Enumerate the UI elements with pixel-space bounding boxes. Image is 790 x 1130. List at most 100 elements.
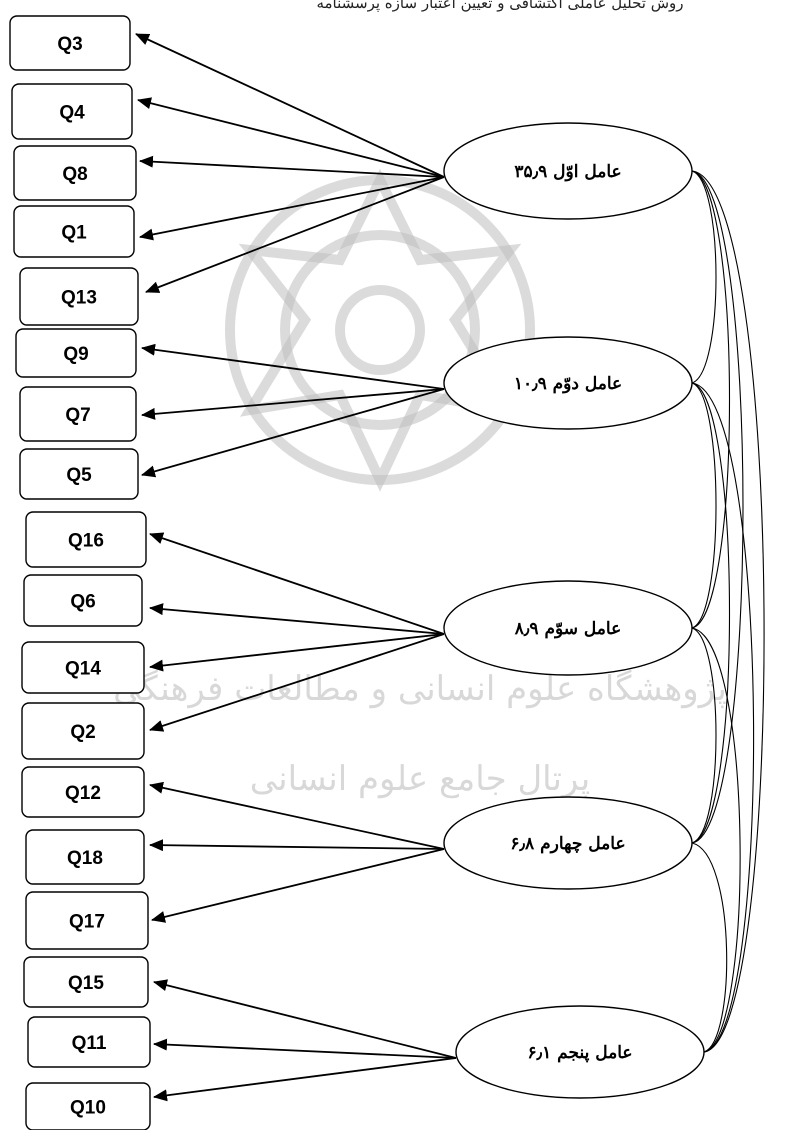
- correlation-curve-f1-f5: [691, 170, 765, 1053]
- factor-5: عامل پنجم ۶٫۱: [455, 1005, 705, 1099]
- item-box-q13: Q13: [19, 267, 139, 326]
- correlation-curve-f2-f3: [691, 382, 717, 629]
- item-label: Q12: [65, 783, 101, 804]
- item-box-rect: [13, 205, 135, 258]
- correlation-curve-f3-f5: [691, 627, 741, 1053]
- item-label: Q4: [59, 103, 85, 124]
- item-box-rect: [15, 328, 137, 378]
- item-label: Q3: [57, 34, 82, 55]
- item-box-q10: Q10: [25, 1082, 151, 1130]
- factor-ellipse: [443, 336, 693, 430]
- item-label: Q1: [61, 223, 87, 244]
- item-label: Q16: [68, 531, 104, 552]
- item-box-q11: Q11: [27, 1016, 151, 1068]
- loading-arrow-f3-q2: [149, 633, 445, 732]
- loading-arrow-f4-q18: [149, 839, 445, 852]
- factor-label: عامل سوّم ۸٫۹: [514, 619, 622, 639]
- item-box-q8: Q8: [13, 145, 137, 201]
- loading-arrow-f1-q8: [139, 155, 445, 178]
- correlation-curve-f2-f5: [691, 382, 755, 1053]
- item-box-rect: [9, 15, 131, 71]
- item-box-rect: [25, 1082, 151, 1130]
- correlation-curve-f2-f4: [691, 382, 731, 844]
- item-box-rect: [13, 145, 137, 201]
- item-box-rect: [21, 641, 145, 694]
- loading-arrow-f2-q5: [141, 388, 445, 478]
- item-label: Q2: [70, 722, 95, 743]
- correlation-curve-f1-f3: [691, 170, 731, 629]
- loading-arrows: [135, 33, 457, 1102]
- factor-ellipse: [455, 1005, 705, 1099]
- watermark-text-line2: پرتال جامع علوم انسانی: [250, 759, 590, 799]
- factor-3: عامل سوّم ۸٫۹: [443, 580, 693, 676]
- item-box-rect: [25, 891, 149, 950]
- item-label: Q6: [70, 592, 95, 613]
- factor-1: عامل اوّل ۳۵٫۹: [443, 122, 693, 220]
- item-box-q7: Q7: [19, 386, 137, 442]
- loading-arrow-f4-q17: [151, 848, 445, 923]
- item-box-rect: [27, 1016, 151, 1068]
- item-label: Q18: [67, 848, 103, 869]
- item-label: Q17: [69, 912, 105, 933]
- item-label: Q5: [66, 465, 92, 486]
- factor-ellipse: [443, 122, 693, 220]
- loading-arrow-f1-q1: [139, 176, 445, 241]
- item-label: Q10: [70, 1098, 106, 1119]
- loading-arrow-f3-q6: [149, 603, 445, 635]
- item-box-q3: Q3: [9, 15, 131, 71]
- item-label: Q13: [61, 288, 97, 309]
- loading-arrow-f1-q13: [145, 176, 445, 293]
- loading-arrow-f2-q7: [141, 388, 445, 420]
- item-box-rect: [23, 956, 149, 1008]
- correlation-curve-f4-f5: [691, 842, 728, 1053]
- loading-arrow-f5-q15: [153, 979, 457, 1059]
- loading-arrow-f2-q9: [141, 343, 445, 390]
- item-box-rect: [25, 829, 145, 885]
- item-box-q16: Q16: [25, 511, 147, 568]
- item-box-q18: Q18: [25, 829, 145, 885]
- watermark-text-line1: پژوهشگاه علوم انسانی و مطالعات فرهنگی: [113, 669, 727, 709]
- item-box-rect: [23, 574, 143, 627]
- correlation-curve-f1-f4: [691, 170, 744, 844]
- correlation-curve-f1-f2: [691, 170, 717, 384]
- item-box-q6: Q6: [23, 574, 143, 627]
- item-label: Q11: [72, 1033, 107, 1054]
- item-box-q1: Q1: [13, 205, 135, 258]
- factor-label: عامل دوّم ۱۰٫۹: [514, 374, 622, 394]
- item-label: Q9: [63, 344, 88, 365]
- factor-4: عامل چهارم ۶٫۸: [443, 796, 693, 890]
- factor-ellipse: [443, 580, 693, 676]
- item-box-q9: Q9: [15, 328, 137, 378]
- item-label: Q15: [68, 973, 104, 994]
- loading-arrow-f5-q10: [153, 1057, 457, 1102]
- factor-ellipse: [443, 796, 693, 890]
- watermark-emblem: پژوهشگاه علوم انسانی و مطالعات فرهنگی پر…: [113, 168, 727, 799]
- loading-arrow-f1-q4: [137, 97, 445, 178]
- item-box-rect: [25, 511, 147, 568]
- factor-correlations: [691, 170, 765, 1053]
- item-label: Q8: [62, 164, 87, 185]
- loading-arrow-f3-q16: [149, 532, 445, 635]
- item-box-q14: Q14: [21, 641, 145, 694]
- item-box-rect: [19, 448, 139, 500]
- factor-label: عامل اوّل ۳۵٫۹: [514, 162, 621, 182]
- item-label: Q7: [65, 405, 90, 426]
- item-box-rect: [19, 267, 139, 326]
- loading-arrow-f4-q12: [149, 781, 445, 850]
- item-boxes: Q3Q4Q8Q1Q13Q9Q7Q5Q16Q6Q14Q2Q12Q18Q17Q15Q…: [9, 15, 151, 1130]
- item-box-rect: [19, 386, 137, 442]
- factor-ellipses: عامل اوّل ۳۵٫۹ عامل دوّم ۱۰٫۹ عامل سوّم ۸٫…: [443, 122, 705, 1099]
- item-box-q5: Q5: [19, 448, 139, 500]
- item-box-q17: Q17: [25, 891, 149, 950]
- loading-arrow-f3-q14: [149, 633, 445, 672]
- item-box-q15: Q15: [23, 956, 149, 1008]
- item-box-rect: [21, 766, 145, 818]
- factor-2: عامل دوّم ۱۰٫۹: [443, 336, 693, 430]
- correlation-curve-f3-f4: [691, 627, 717, 844]
- figure-caption: روش تحلیل عاملی اکتشافی و تعیین اعتبار س…: [316, 0, 684, 12]
- item-box-q4: Q4: [11, 83, 133, 140]
- factor-label: عامل چهارم ۶٫۸: [510, 834, 625, 854]
- item-box-rect: [21, 702, 145, 760]
- loading-arrow-f1-q3: [135, 33, 445, 178]
- item-label: Q14: [65, 659, 101, 680]
